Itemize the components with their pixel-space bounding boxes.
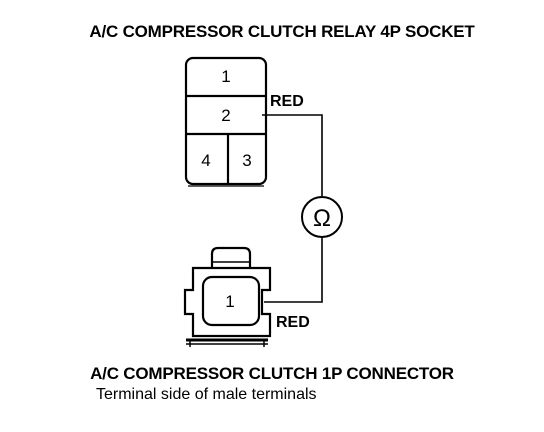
connector-body [183,266,272,338]
ohmmeter-icon: Ω [301,196,343,238]
clutch-connector-title: A/C COMPRESSOR CLUTCH 1P CONNECTOR [90,364,454,383]
clutch-wire-label: RED [276,314,310,331]
socket-terminal-3: 3 [242,151,251,170]
socket-terminal-4: 4 [201,151,210,170]
connector-terminal-cavity [201,275,261,327]
relay-socket-title: A/C COMPRESSOR CLUTCH RELAY 4P SOCKET [89,22,475,41]
socket-terminal-2: 2 [221,106,230,125]
test-leads [262,114,323,303]
socket-terminal-1: 1 [221,67,230,86]
connector-top-tab [210,246,252,268]
relay-wire-label: RED [270,93,304,110]
connector-terminal-1: 1 [225,292,234,311]
relay-socket-body [184,56,268,186]
lower-lead-wire [264,237,323,303]
upper-lead-wire [262,114,323,196]
ohm-symbol: Ω [313,205,331,232]
ohmmeter-circle [301,196,343,238]
clutch-connector [183,246,272,347]
relay-socket [184,56,268,187]
clutch-connector-subtitle: Terminal side of male terminals [96,386,317,403]
